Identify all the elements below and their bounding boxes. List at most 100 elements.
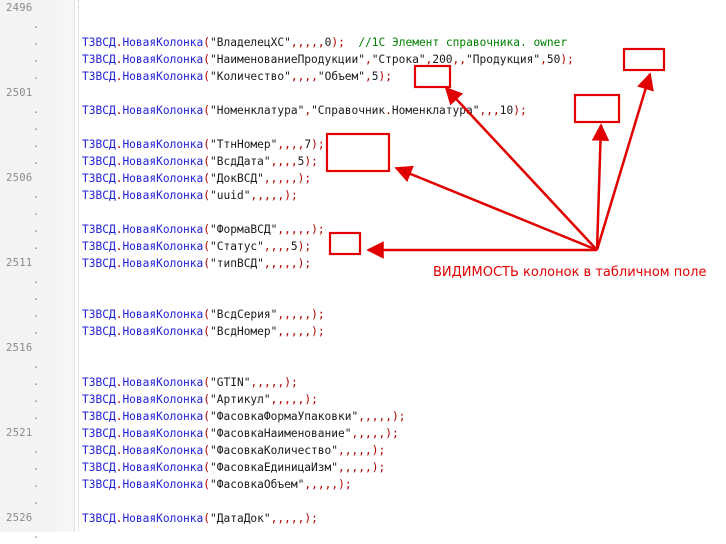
line-number: . xyxy=(33,325,40,337)
code-line[interactable]: .ТЗВСД.НоваяКолонка("НаименованиеПродукц… xyxy=(0,51,726,68)
punctuation-token: , xyxy=(284,138,291,151)
keyword-token: НоваяКолонка xyxy=(122,223,204,236)
line-number: . xyxy=(33,478,40,490)
punctuation-token: , xyxy=(297,36,305,49)
punctuation-token: . xyxy=(115,308,123,321)
text-token: "Артикул" xyxy=(210,393,271,406)
punctuation-token: , xyxy=(364,427,372,440)
line-number: 2521 xyxy=(6,427,33,439)
code-text: ТЗВСД.НоваяКолонка("Артикул",,,,,); xyxy=(82,391,318,408)
code-line[interactable]: 2501 xyxy=(0,85,726,102)
code-line[interactable]: .ТЗВСД.НоваяКолонка("ФасовкаЕдиницаИзм",… xyxy=(0,459,726,476)
punctuation-token: , xyxy=(284,172,291,185)
text-token: 5 xyxy=(371,70,379,83)
punctuation-token: . xyxy=(115,478,123,491)
punctuation-token: , xyxy=(263,376,271,389)
line-number: . xyxy=(33,529,40,541)
code-line[interactable]: .ТЗВСД.НоваяКолонка("ФормаВСД",,,,,); xyxy=(0,221,726,238)
code-line[interactable]: .ТЗВСД.НоваяКолонка("ВсдДата",,,,5); xyxy=(0,153,726,170)
code-line[interactable]: .ТЗВСД.НоваяКолонка("ВсдСерия",,,,,); xyxy=(0,306,726,323)
code-line[interactable]: . xyxy=(0,204,726,221)
text-token: "Статус" xyxy=(210,240,264,253)
punctuation-token: ( xyxy=(203,325,211,338)
punctuation-token: ) xyxy=(284,376,291,389)
code-line[interactable]: . xyxy=(0,119,726,136)
punctuation-token: ( xyxy=(203,308,211,321)
code-line[interactable]: .ТЗВСД.НоваяКолонка("Номенклатура","Спра… xyxy=(0,102,726,119)
code-line[interactable]: .ТЗВСД.НоваяКолонка("Артикул",,,,,); xyxy=(0,391,726,408)
punctuation-token: , xyxy=(358,427,365,440)
code-line[interactable]: .ТЗВСД.НоваяКолонка("ТтнНомер",,,,7); xyxy=(0,136,726,153)
punctuation-token: , xyxy=(351,444,359,457)
code-text: ТЗВСД.НоваяКолонка("ФасовкаНаименование"… xyxy=(82,425,399,442)
punctuation-token: ) xyxy=(560,53,568,66)
code-text: ТЗВСД.НоваяКолонка("GTIN",,,,,); xyxy=(82,374,298,391)
punctuation-token: ( xyxy=(203,512,211,525)
code-line[interactable]: . xyxy=(0,289,726,306)
punctuation-token: , xyxy=(284,512,291,525)
text-token: "НаименованиеПродукции" xyxy=(210,53,365,66)
punctuation-token: , xyxy=(277,376,285,389)
punctuation-token: ) xyxy=(297,240,305,253)
keyword-token: ТЗВСД xyxy=(82,189,116,202)
line-number: 2506 xyxy=(6,172,33,184)
code-line[interactable]: 2516 xyxy=(0,340,726,357)
text-token: "ФасовкаЕдиницаИзм" xyxy=(210,461,338,474)
line-number: . xyxy=(33,461,40,473)
code-line[interactable]: .ТЗВСД.НоваяКолонка("ФасовкаОбъем",,,,,)… xyxy=(0,476,726,493)
code-line[interactable]: . xyxy=(0,357,726,374)
punctuation-token: ) xyxy=(304,155,312,168)
code-line[interactable]: .ТЗВСД.НоваяКолонка("GTIN",,,,,); xyxy=(0,374,726,391)
punctuation-token: , xyxy=(284,223,291,236)
line-number: . xyxy=(33,410,40,422)
punctuation-token: , xyxy=(338,444,345,457)
text-token: "Справочник xyxy=(311,104,386,117)
code-line[interactable]: . xyxy=(0,493,726,510)
punctuation-token: . xyxy=(385,104,392,117)
line-number: . xyxy=(33,274,40,286)
punctuation-token: , xyxy=(311,70,318,83)
code-line[interactable]: .ТЗВСД.НоваяКолонка("Количество",,,,"Объ… xyxy=(0,68,726,85)
punctuation-token: , xyxy=(277,257,285,270)
line-number: . xyxy=(33,223,40,235)
code-line[interactable]: . xyxy=(0,272,726,289)
code-line[interactable]: .ТЗВСД.НоваяКолонка("ВсдНомер",,,,,); xyxy=(0,323,726,340)
punctuation-token: , xyxy=(311,478,318,491)
punctuation-token: , xyxy=(290,512,298,525)
line-number: . xyxy=(33,240,40,252)
keyword-token: ТЗВСД xyxy=(82,70,116,83)
code-line[interactable]: .ТЗВСД.НоваяКолонка("ФасовкаФормаУпаковк… xyxy=(0,408,726,425)
text-token: "uuid" xyxy=(210,189,251,202)
keyword-token: ТЗВСД xyxy=(82,240,116,253)
punctuation-token: , xyxy=(270,393,278,406)
text-token: "ВсдДата" xyxy=(210,155,271,168)
punctuation-token: ) xyxy=(338,478,345,491)
code-line[interactable]: .ТЗВСД.НоваяКолонка("Статус",,,,5); xyxy=(0,238,726,255)
line-number: . xyxy=(33,36,40,48)
code-text: ТЗВСД.НоваяКолонка("ДокВСД",,,,,); xyxy=(82,170,311,187)
code-text: ТЗВСД.НоваяКолонка("ФасовкаКоличество",,… xyxy=(82,442,385,459)
punctuation-token: , xyxy=(290,172,298,185)
code-line[interactable]: . xyxy=(0,527,726,544)
punctuation-token: , xyxy=(297,138,305,151)
punctuation-token: ( xyxy=(203,172,211,185)
code-line[interactable]: .ТЗВСД.НоваяКолонка("ФасовкаКоличество",… xyxy=(0,442,726,459)
text-token: 5 xyxy=(290,240,298,253)
code-line[interactable]: 2506 ТЗВСД.НоваяКолонка("ДокВСД",,,,,); xyxy=(0,170,726,187)
punctuation-token: , xyxy=(257,376,264,389)
code-line[interactable]: 2496 xyxy=(0,0,726,17)
text-token: "ВсдСерия" xyxy=(210,308,278,321)
code-line[interactable]: . xyxy=(0,17,726,34)
keyword-token: ТЗВСД xyxy=(82,427,116,440)
code-line[interactable]: .ТЗВСД.НоваяКолонка("ВладелецХС",,,,,0);… xyxy=(0,34,726,51)
keyword-token: ТЗВСД xyxy=(82,308,116,321)
text-token: 7 xyxy=(304,138,312,151)
code-line[interactable]: .ТЗВСД.НоваяКолонка("uuid",,,,,); xyxy=(0,187,726,204)
code-line[interactable]: 2521 ТЗВСД.НоваяКолонка("ФасовкаНаименова… xyxy=(0,425,726,442)
punctuation-token: , xyxy=(364,410,372,423)
punctuation-token: , xyxy=(263,240,271,253)
line-number: 2496 xyxy=(6,2,33,14)
